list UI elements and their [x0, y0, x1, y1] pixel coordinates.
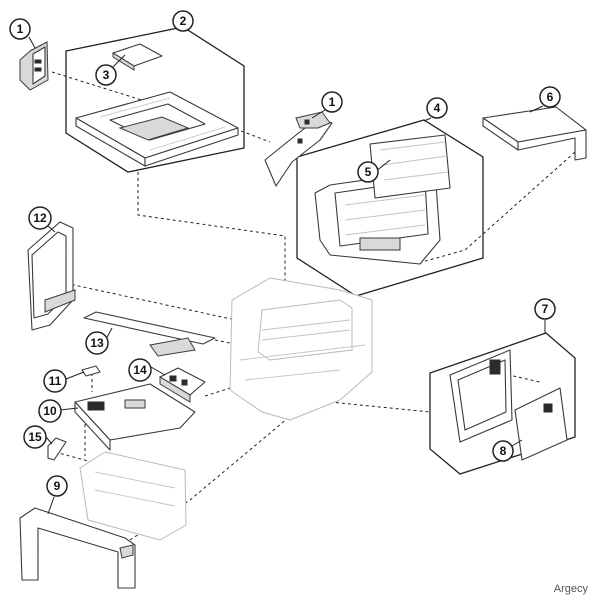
group-box-4 — [296, 119, 484, 297]
part-13-front-bar — [83, 311, 216, 357]
callout-11: 11 — [43, 369, 67, 393]
callout-10: 10 — [38, 399, 62, 423]
svg-text:2: 2 — [180, 14, 187, 28]
part-9-front-cover — [19, 507, 136, 589]
svg-text:1: 1 — [17, 22, 24, 36]
leader-12 — [47, 225, 56, 233]
svg-text:12: 12 — [33, 211, 47, 225]
part-15-lever — [47, 437, 67, 461]
svg-text:1: 1 — [329, 95, 336, 109]
leader-3 — [112, 54, 126, 68]
part-12-left-cover — [27, 221, 76, 331]
callout-5: 5 — [357, 161, 379, 183]
ghost-printer-body — [229, 277, 373, 421]
part-1b-side-bracket — [264, 111, 333, 187]
assembly-line-2 — [137, 172, 286, 300]
part-3-paper-stop — [112, 43, 163, 71]
callout-3: 3 — [95, 64, 117, 86]
leader-4 — [423, 117, 432, 122]
leader-11 — [65, 371, 85, 380]
svg-text:11: 11 — [49, 374, 62, 388]
part-10-control-panel — [74, 383, 196, 451]
leader-8 — [511, 439, 523, 447]
callout-1b: 1 — [321, 91, 343, 113]
part-7-side-door — [449, 349, 513, 443]
callout-13: 13 — [85, 331, 109, 355]
assembly-line-12 — [59, 281, 246, 323]
watermark-text: Argecy — [553, 583, 588, 595]
callout-12: 12 — [28, 206, 52, 230]
ghost-paper-tray — [79, 451, 187, 541]
assembly-line-7 — [329, 401, 431, 413]
svg-text:8: 8 — [500, 444, 507, 458]
svg-text:13: 13 — [90, 336, 104, 350]
callout-2: 2 — [172, 10, 194, 32]
callout-1a: 1 — [9, 18, 31, 40]
callout-15: 15 — [23, 425, 47, 449]
svg-text:15: 15 — [28, 430, 42, 444]
svg-text:9: 9 — [54, 479, 61, 493]
leader-10 — [59, 407, 79, 411]
part-2-top-cover — [75, 91, 239, 167]
leader-15 — [45, 436, 53, 445]
svg-text:3: 3 — [103, 68, 110, 82]
assembly-line-13 — [214, 339, 241, 346]
callout-4: 4 — [426, 97, 448, 119]
callout-8: 8 — [492, 440, 514, 462]
svg-text:10: 10 — [43, 404, 57, 418]
part-8-side-panel — [514, 387, 568, 461]
part-11-clip — [81, 365, 101, 377]
leader-1a — [28, 36, 36, 49]
part-4-rear-door — [314, 134, 451, 265]
svg-text:4: 4 — [434, 101, 441, 115]
assembly-line-1a — [51, 71, 271, 143]
leader-9 — [47, 496, 55, 515]
part-6-rear-cover — [482, 106, 587, 161]
leader-6 — [529, 105, 544, 113]
svg-text:14: 14 — [133, 363, 147, 377]
group-box-7 — [429, 332, 576, 475]
leader-1b — [311, 109, 326, 119]
svg-text:7: 7 — [542, 302, 549, 316]
svg-text:6: 6 — [547, 90, 554, 104]
callout-9: 9 — [46, 475, 68, 497]
svg-text:5: 5 — [365, 165, 372, 179]
callout-7: 7 — [534, 298, 556, 320]
part-14-sensor-module — [159, 367, 206, 403]
assembly-line-6 — [421, 151, 576, 263]
callout-14: 14 — [128, 358, 152, 382]
callout-6: 6 — [539, 86, 561, 108]
part-1a-side-cover — [19, 41, 49, 91]
leader-14 — [150, 366, 166, 376]
